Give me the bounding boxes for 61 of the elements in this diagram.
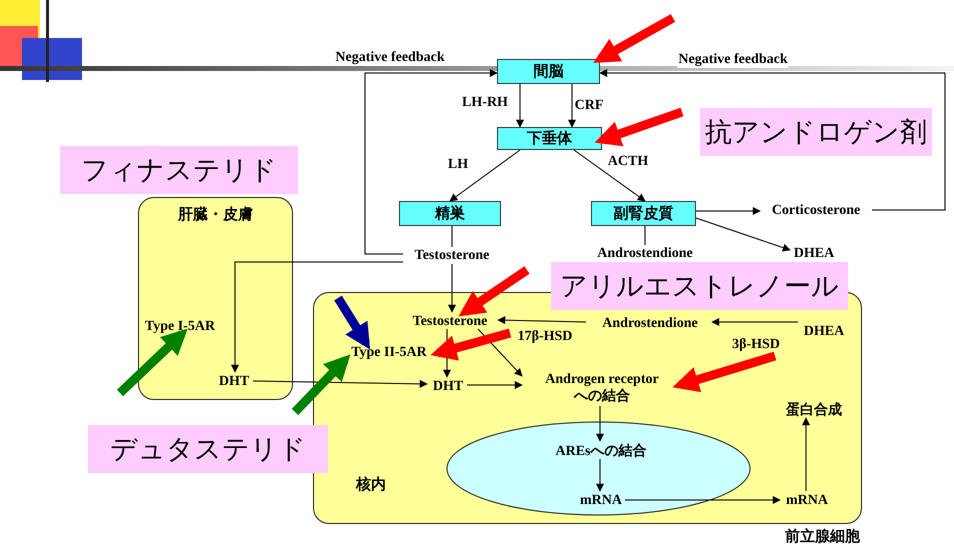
box-heading: 肝臓・皮膚 [176,205,254,223]
hormone-label: Androstendione [587,315,713,332]
arrow [449,150,520,202]
pointer-arrow [594,108,684,146]
drug-label: フィナステリド [60,146,298,194]
process-label: AREsへの結合 [541,442,661,460]
arrow [624,496,781,504]
organ-box: 間脳 [497,59,600,84]
tissue-box [138,197,293,400]
hormone-label: Corticosterone [760,202,872,219]
edge-label: 3β-HSD [731,337,781,353]
region-label: 核内 [355,476,387,492]
process-label: 蛋白合成 [779,401,849,419]
pointer-arrow [292,354,350,416]
process-label: Androgen receptor への結合 [523,369,681,407]
arrow [364,69,498,254]
box-heading: 前立腺細胞 [784,527,861,545]
arrow [448,264,456,313]
organ-box: 下垂体 [497,127,602,150]
drug-label: 抗アンドロゲン剤 [700,108,932,156]
arrow [711,318,798,326]
arrow [696,207,761,215]
arrow [574,150,646,202]
arrow [696,218,791,252]
arrow [516,84,524,128]
hormone-label: Androstendione [582,245,708,262]
edge-label: 17β-HSD [516,329,574,345]
enzyme-label: Type II-5AR [339,344,439,361]
organ-box: 精巣 [399,201,501,226]
drug-label: アリルエストレノール [551,262,848,310]
arrow [252,380,428,388]
arrow [466,381,523,389]
hormone-label: DHEA [799,323,849,340]
arrow [802,417,810,492]
arrow [596,406,604,442]
pointer-arrow [116,328,188,396]
arrow [568,84,576,128]
hormone-label: DHT [214,373,254,390]
enzyme-label: Type I-5AR [136,318,224,335]
hormone-label: DHEA [790,245,838,262]
organ-box: 副腎皮質 [591,201,696,226]
arrow [596,458,604,492]
drug-label: デュタステリド [88,425,328,473]
process-label: mRNA [781,492,833,509]
pointer-arrow [458,266,530,316]
process-label: mRNA [576,492,626,509]
arrow [599,69,946,210]
connector-line [644,226,646,246]
pointer-arrow [334,296,370,350]
pointer-arrow [672,352,776,392]
arrow [478,328,523,377]
hormone-label: Testosterone [401,313,499,330]
arrow [497,316,586,324]
hormone-label: Testosterone [403,247,501,264]
edge-label: Negative feedback [677,52,789,68]
pointer-arrow [430,328,512,361]
nucleus-ellipse [446,421,751,516]
edge-label: Negative feedback [334,50,446,66]
pointer-arrow [593,14,676,63]
hormone-label: DHT [428,378,468,395]
arrow [231,262,404,373]
